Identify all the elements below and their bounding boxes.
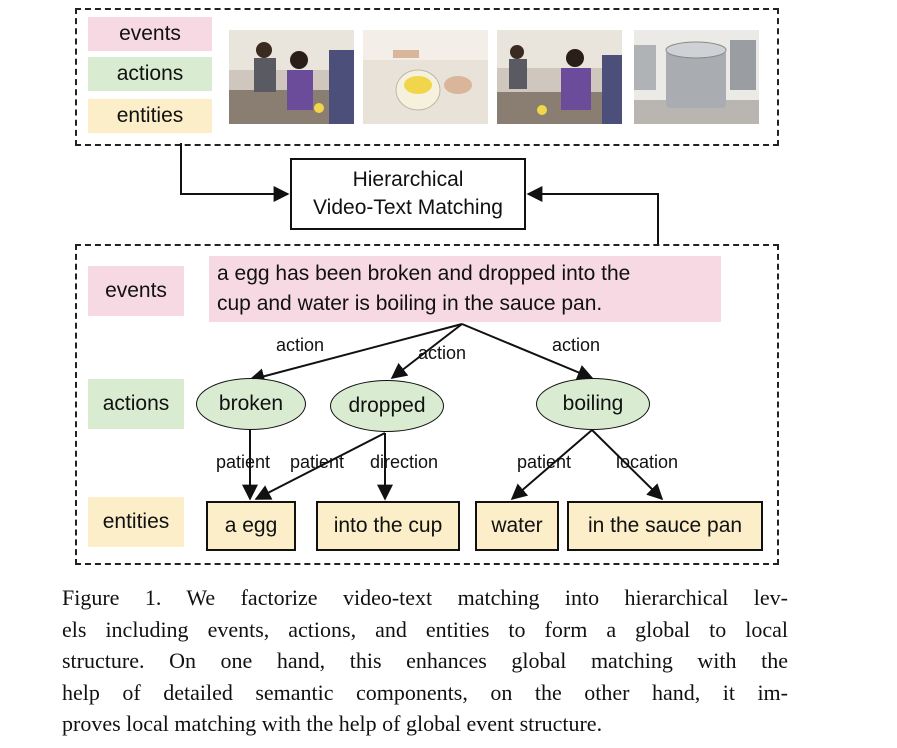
edge-event-boiling	[461, 323, 594, 380]
text-to-matching-arrow	[526, 186, 659, 244]
action-node-dropped: dropped	[330, 380, 444, 432]
text-actions-tag: actions	[88, 379, 184, 429]
edge-label-action-1: action	[276, 335, 325, 355]
edge-label-patient-1: patient	[216, 452, 271, 472]
video-frame-4	[634, 30, 759, 124]
caption-line-5: proves local matching with the help of g…	[62, 711, 603, 736]
text-panel	[75, 244, 779, 565]
video-entities-tag: entities	[88, 99, 212, 133]
video-to-matching-arrow	[180, 143, 290, 202]
entity-box-water: water	[475, 501, 559, 551]
event-sentence: a egg has been broken and dropped into t…	[209, 256, 721, 322]
action-node-broken: broken	[196, 378, 306, 430]
caption-line-4: help of detailed semantic components, on…	[62, 679, 788, 705]
matching-line-1: Hierarchical	[352, 168, 464, 191]
edge-dropped-egg	[254, 432, 386, 500]
video-panel	[75, 8, 779, 146]
video-actions-tag: actions	[88, 57, 212, 91]
figure-caption: Figure 1. We factorize video-text matchi…	[62, 582, 788, 740]
text-events-tag: events	[88, 266, 184, 316]
edge-label-location: location	[616, 452, 679, 472]
video-frame-3	[497, 30, 622, 124]
caption-line-1: Figure 1. We factorize video-text matchi…	[62, 585, 788, 610]
matching-box: Hierarchical Video-Text Matching	[290, 158, 526, 230]
caption-line-2: els including events, actions, and entit…	[62, 616, 788, 642]
caption-line-3: structure. On one hand, this enhances gl…	[62, 648, 788, 673]
entity-box-into-the-cup: into the cup	[316, 501, 460, 551]
edge-boiling-water	[510, 429, 593, 501]
entity-box-a-egg: a egg	[206, 501, 296, 551]
edge-event-dropped	[390, 323, 463, 379]
edge-label-patient-3: patient	[517, 452, 572, 472]
video-frame-2	[363, 30, 488, 124]
text-entities-tag: entities	[88, 497, 184, 547]
video-events-tag: events	[88, 17, 212, 51]
edge-boiling-pan	[591, 429, 664, 501]
entity-box-in-the-sauce-pan: in the sauce pan	[567, 501, 763, 551]
edge-label-patient-2: patient	[290, 452, 345, 472]
matching-line-2: Video-Text Matching	[313, 196, 503, 219]
event-sentence-line-2: cup and water is boiling in the sauce pa…	[217, 292, 603, 315]
edge-event-broken	[248, 323, 463, 385]
action-node-boiling: boiling	[536, 378, 650, 430]
edge-label-action-3: action	[552, 335, 601, 355]
video-frame-1	[229, 30, 354, 124]
edge-label-action-2: action	[418, 343, 467, 363]
edge-label-direction: direction	[370, 452, 439, 472]
event-sentence-line-1: a egg has been broken and dropped into t…	[217, 262, 631, 285]
